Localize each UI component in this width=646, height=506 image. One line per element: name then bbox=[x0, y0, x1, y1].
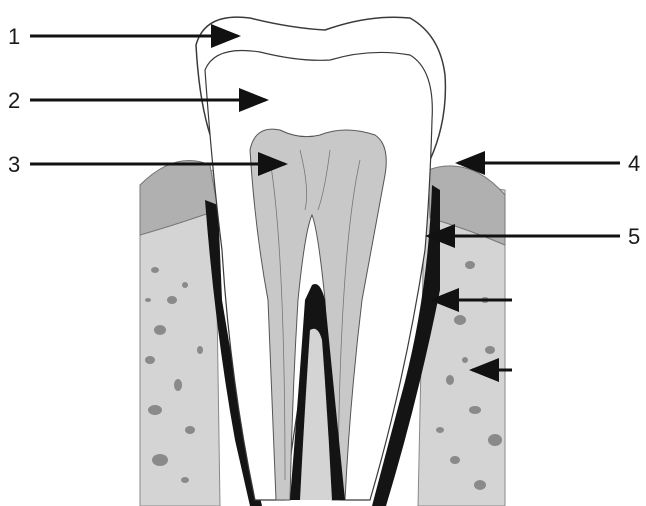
label-3: 3 bbox=[8, 152, 20, 177]
label-1: 1 bbox=[8, 24, 20, 49]
label-5: 5 bbox=[628, 224, 640, 249]
label-4: 4 bbox=[628, 151, 640, 176]
label-2: 2 bbox=[8, 88, 20, 113]
